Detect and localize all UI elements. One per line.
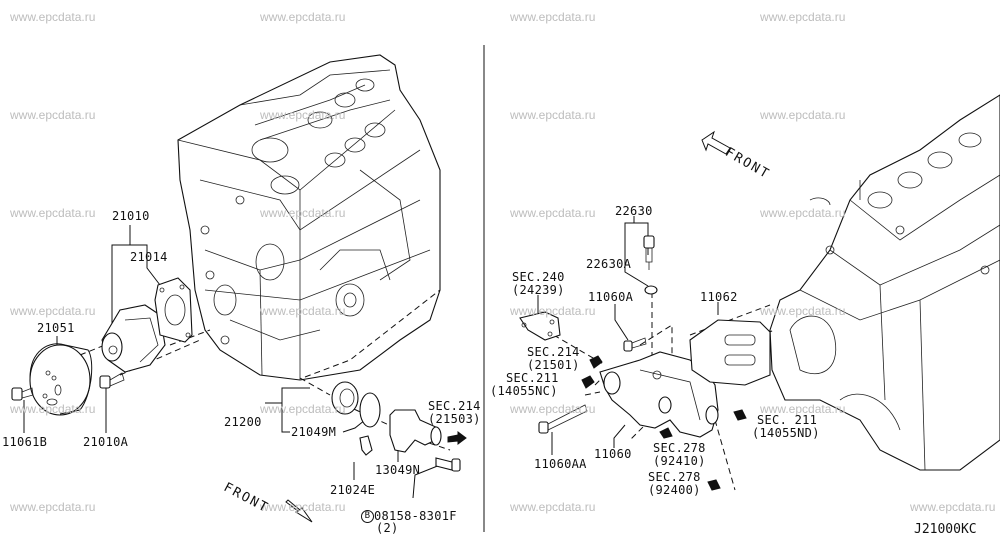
water-pump-pulley [29,343,93,416]
part-label-11061b[interactable]: 11061B [2,435,48,449]
engine-block-right [769,94,1000,471]
watermark: www.epcdata.ru [10,206,96,220]
watermark: www.epcdata.ru [510,108,596,122]
section-ref-sec211-14055nd[interactable]: SEC. 211 (14055ND) [752,414,820,440]
bracket-24239 [519,311,561,341]
section-ref-code: (21503) [428,412,481,426]
section-ref-code: (24239) [512,283,565,297]
part-label-21010a[interactable]: 21010A [83,435,129,449]
front-arrow-left-icon [285,499,313,523]
b-marker-icon: B [361,510,374,523]
arrow-sec214-21501-icon [589,355,603,369]
part-label-21024e[interactable]: 21024E [330,483,376,497]
right-leaders [537,216,776,491]
watermark: www.epcdata.ru [10,10,96,24]
part-label-13049n[interactable]: 13049N [375,463,421,477]
arrow-sec211-14055nd-icon [733,409,747,421]
part-label-11060a[interactable]: 11060A [588,290,634,304]
diagram-code: J21000KC [914,522,977,537]
part-label-21200[interactable]: 21200 [224,415,262,429]
watermark: www.epcdata.ru [510,10,596,24]
section-ref-sec: SEC.214 [527,345,580,359]
part-label-21010[interactable]: 21010 [112,209,150,223]
part-label-11060[interactable]: 11060 [594,447,632,461]
arrow-sec211-14055nc-icon [581,375,595,389]
bolt-11060aa [538,404,588,434]
section-ref-sec214-21501[interactable]: SEC.214 (21501) [527,346,580,372]
thermostat-gasket [359,392,381,428]
water-inlet [389,409,442,453]
section-ref-code: (92410) [653,454,706,468]
watermark: www.epcdata.ru [260,108,346,122]
section-ref-sec211-14055nc[interactable]: SEC.211 (14055NC) [490,372,559,398]
watermark: www.epcdata.ru [760,206,846,220]
front-arrow-right-icon [701,130,731,155]
section-ref-sec: SEC. 211 [757,413,818,427]
part-label-21049m[interactable]: 21049M [291,425,337,439]
part-label-21014[interactable]: 21014 [130,250,168,264]
watermark: www.epcdata.ru [10,402,96,416]
part-label-22630[interactable]: 22630 [615,204,653,218]
watermark: www.epcdata.ru [760,10,846,24]
section-ref-code: (21501) [527,358,580,372]
watermark: www.epcdata.ru [10,500,96,514]
watermark: www.epcdata.ru [260,402,346,416]
thermostat [331,381,359,415]
watermark: www.epcdata.ru [760,304,846,318]
section-ref-sec240-24239[interactable]: SEC.240 (24239) [512,271,565,297]
section-ref-code: (92400) [648,483,701,497]
bolt-11060a [623,337,647,352]
part-number: 08158-8301F [374,509,457,523]
temp-sensor [643,235,655,270]
section-ref-code: (14055ND) [752,426,820,440]
part-label-11060aa[interactable]: 11060AA [534,457,587,471]
clip-21024e [359,435,373,456]
engine-block-left [177,54,441,381]
watermark: www.epcdata.ru [510,402,596,416]
part-label-21051[interactable]: 21051 [37,321,75,335]
watermark: www.epcdata.ru [510,304,596,318]
water-outlet-housing [599,351,719,438]
watermark: www.epcdata.ru [10,304,96,318]
section-ref-sec278-92410[interactable]: SEC.278 (92410) [653,442,706,468]
part-label-22630a[interactable]: 22630A [586,257,632,271]
section-ref-sec214-21503[interactable]: SEC.214 (21503) [428,400,481,426]
section-ref-sec: SEC.278 [653,441,706,455]
bolt-21010a [99,372,125,389]
watermark: www.epcdata.ru [260,500,346,514]
part-quantity: (2) [376,521,399,535]
section-ref-sec278-92400[interactable]: SEC.278 (92400) [648,471,701,497]
arrow-sec278-92400-icon [707,479,721,491]
watermark: www.epcdata.ru [760,108,846,122]
water-pump-gasket [154,277,193,343]
watermark: www.epcdata.ru [760,402,846,416]
gasket-11062 [689,319,771,386]
water-pump [101,304,166,373]
watermark: www.epcdata.ru [510,500,596,514]
watermark: www.epcdata.ru [260,10,346,24]
bolt-08158 [435,457,461,472]
section-ref-sec: SEC.214 [428,399,481,413]
sensor-washer [644,285,658,295]
arrow-sec278-92410-icon [659,427,673,439]
section-ref-sec: SEC.240 [512,270,565,284]
section-ref-sec: SEC.211 [506,371,559,385]
watermark: www.epcdata.ru [510,206,596,220]
arrow-sec214-21503-icon [447,431,467,445]
watermark: www.epcdata.ru [260,304,346,318]
bolt-11061b [11,387,34,401]
section-ref-code: (14055NC) [490,384,558,398]
section-ref-sec: SEC.278 [648,470,701,484]
watermark: www.epcdata.ru [10,108,96,122]
watermark: www.epcdata.ru [910,500,996,514]
part-label-11062[interactable]: 11062 [700,290,738,304]
watermark: www.epcdata.ru [260,206,346,220]
